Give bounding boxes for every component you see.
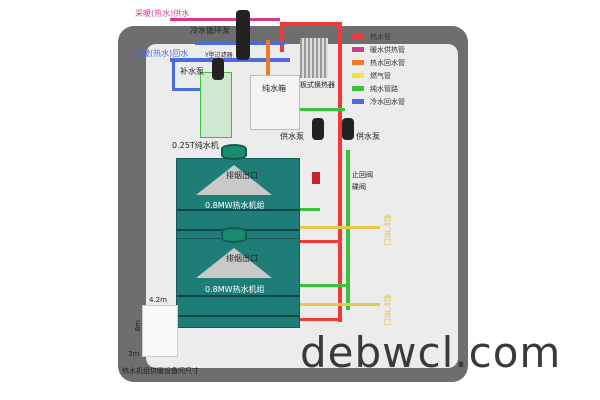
legend-label: 纯水管路 <box>370 84 398 93</box>
legend-item: 冷水回水管 <box>352 95 422 108</box>
butterfly-valve-label: 碟阀 <box>352 183 366 191</box>
room-size-label: 热水机组供暖设备间尺寸 <box>122 367 199 375</box>
legend-swatch <box>352 99 364 104</box>
watermark: debwcl.com <box>300 328 562 377</box>
gas-pipe-1 <box>300 226 380 229</box>
flue-outlet-2-label: 排烟出口 <box>226 254 258 263</box>
y-filter-label: Y型过滤器 <box>205 52 233 59</box>
plate-exchanger-label: 板式换热器 <box>300 81 335 89</box>
legend-label: 冷水回水管 <box>370 97 405 106</box>
flue-outlet-1-label: 排烟出口 <box>226 171 258 180</box>
hot-water-pipe-riser <box>338 22 342 322</box>
dim-width-label: 4.2m <box>149 296 167 304</box>
plate-heat-exchanger <box>300 38 328 78</box>
cold-circulation-pump <box>236 10 250 60</box>
flue-outlet-2 <box>221 227 247 243</box>
supply-pump-1-label: 供水泵 <box>280 132 304 141</box>
supply-pump-2-label: 供水泵 <box>356 132 380 141</box>
check-valve <box>312 172 320 184</box>
hot-water-pipe-short <box>280 22 284 52</box>
legend-item: 纯水管路 <box>352 82 422 95</box>
legend-label: 热水管 <box>370 32 391 41</box>
cold-circ-pump-label: 冷水循环泵 <box>190 26 230 35</box>
check-valve-label: 止回阀 <box>352 171 373 179</box>
gas-inlet-2-label: 燃气进口 <box>383 294 392 326</box>
pure-water-machine <box>200 72 232 138</box>
heating-return-label: 采暖(热水)回水 <box>134 49 189 58</box>
heating-supply-pipe <box>170 18 280 21</box>
legend-label: 燃气管 <box>370 71 391 80</box>
dim-height-label: 3m <box>128 350 140 358</box>
cold-return-pipe-3 <box>172 58 175 90</box>
gas-inlet-1-label: 燃气进口 <box>383 214 392 246</box>
legend-swatch <box>352 73 364 78</box>
pure-water-tank <box>250 75 300 130</box>
room-size-box <box>142 305 178 357</box>
pure-water-pipe-riser <box>346 150 350 310</box>
legend-label: 热水回水管 <box>370 58 405 67</box>
boiler-1-label: 0.8MW热水机组 <box>205 201 265 210</box>
legend-item: 热水回水管 <box>352 56 422 69</box>
hot-water-pipe-h2 <box>300 318 340 321</box>
cold-return-pipe <box>170 58 290 62</box>
legend-swatch <box>352 86 364 91</box>
pure-water-pipe-h2 <box>300 284 348 287</box>
orange-return-pipe <box>266 40 270 80</box>
hot-water-pipe-top <box>280 22 342 26</box>
boiler-2-label: 0.8MW热水机组 <box>205 285 265 294</box>
legend-label: 暖水供热管 <box>370 45 405 54</box>
pipe-legend: 热水管 暖水供热管 热水回水管 燃气管 纯水管路 冷水回水管 <box>352 30 422 108</box>
pure-water-pipe <box>300 108 345 111</box>
cold-return-pipe-4 <box>172 88 212 91</box>
makeup-pump <box>212 58 224 80</box>
supply-pump-2 <box>342 118 354 140</box>
pure-tank-label: 纯水箱 <box>262 84 286 93</box>
legend-item: 燃气管 <box>352 69 422 82</box>
legend-item: 热水管 <box>352 30 422 43</box>
legend-swatch <box>352 47 364 52</box>
gas-pipe-2 <box>300 303 380 306</box>
legend-swatch <box>352 60 364 65</box>
flue-hood-2 <box>196 248 272 278</box>
legend-swatch <box>352 34 364 39</box>
heating-supply-label: 采暖(热水)供水 <box>135 9 190 18</box>
legend-item: 暖水供热管 <box>352 43 422 56</box>
supply-pump-1 <box>312 118 324 140</box>
flue-outlet-1 <box>221 144 247 160</box>
makeup-pump-label: 补水泵 <box>180 67 204 76</box>
pure-machine-label: 0.25T纯水机 <box>172 141 219 150</box>
pure-water-pipe-h <box>300 208 320 211</box>
flue-hood-1 <box>196 165 272 195</box>
dim-length-label: 8m <box>134 320 142 332</box>
hot-water-pipe-h1 <box>300 240 340 243</box>
